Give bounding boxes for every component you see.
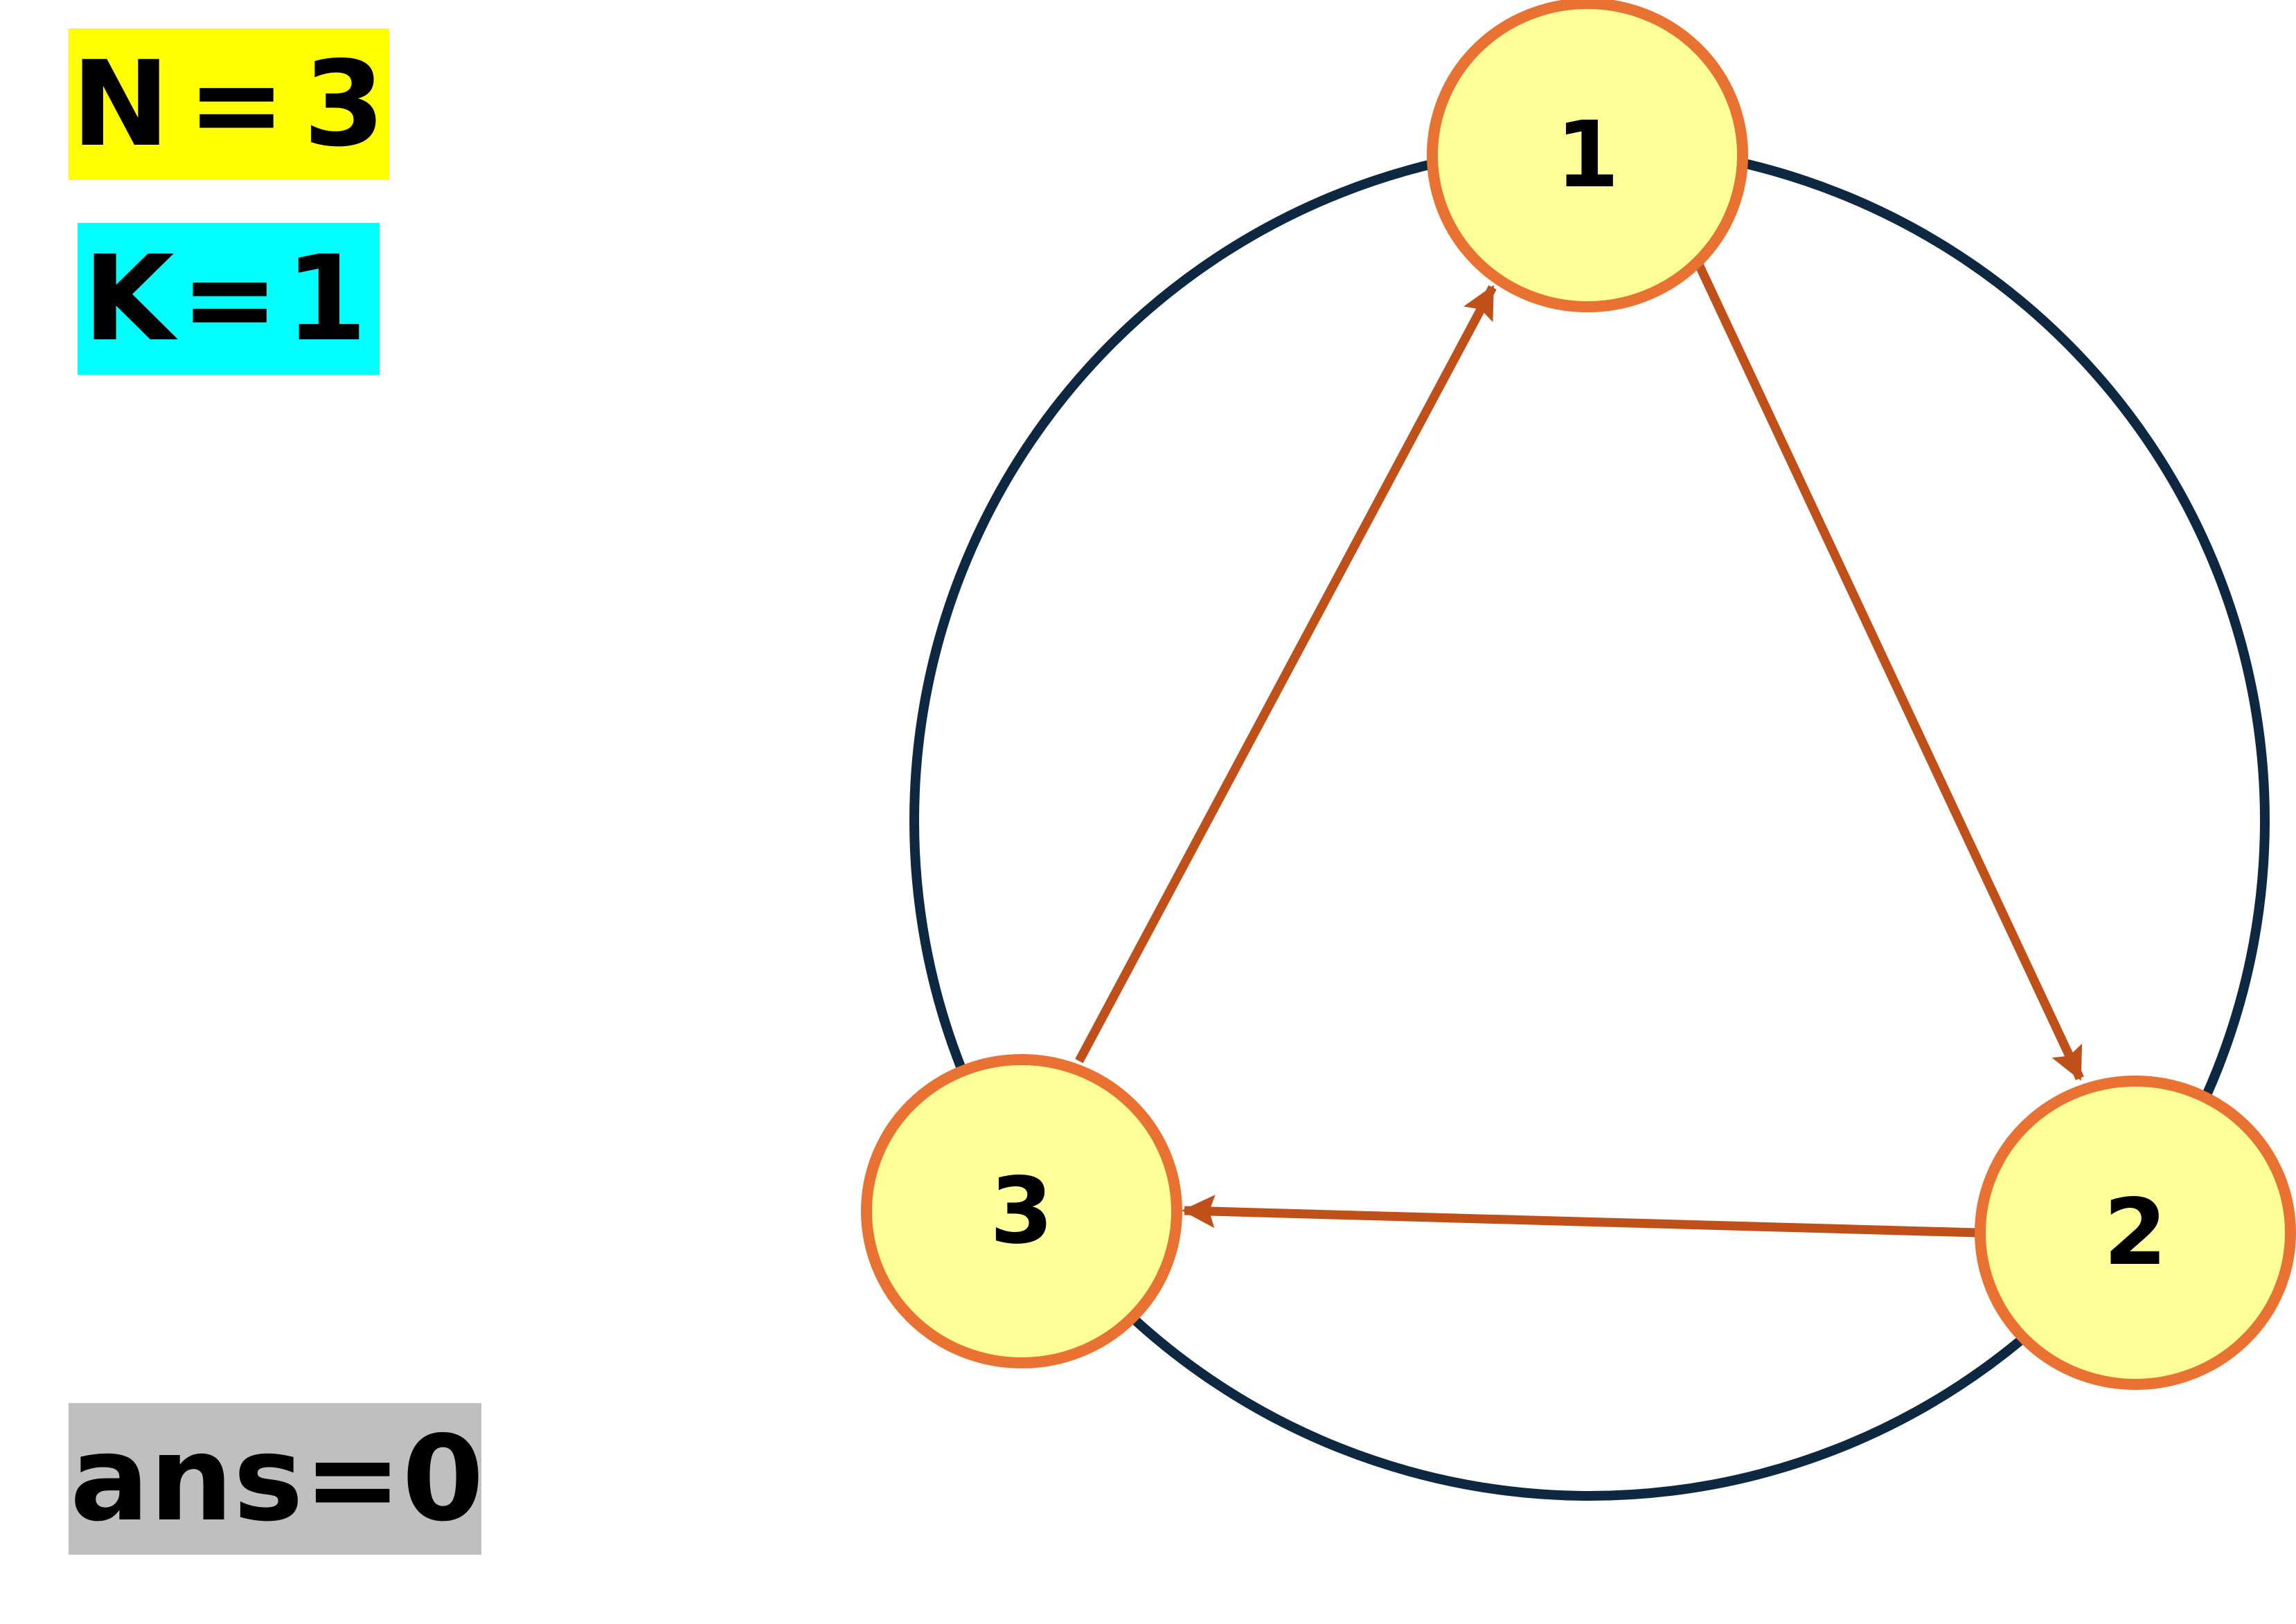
- variable-k-equals: =: [180, 230, 279, 368]
- variable-ans-box: ans = 0: [69, 1403, 484, 1555]
- node-3: 3: [861, 1054, 1182, 1368]
- edge-3-to-1: [1075, 285, 1497, 1064]
- node-2-circle: [1975, 1076, 2296, 1390]
- node-1: 1: [1427, 0, 1748, 312]
- edge-2-to-3: [1182, 1195, 1978, 1238]
- variable-n-value: 3: [303, 35, 385, 173]
- node-1-label: 1: [1556, 102, 1619, 208]
- node-3-label: 3: [990, 1158, 1053, 1265]
- node-3-circle: [861, 1054, 1182, 1368]
- variable-ans-value: 0: [402, 1410, 484, 1548]
- node-1-circle: [1427, 0, 1748, 312]
- variable-k-name: K: [83, 230, 175, 368]
- edge-1-to-2: [1694, 261, 2084, 1081]
- variable-ans-name: ans: [70, 1410, 303, 1548]
- variable-ans-equals: =: [303, 1410, 402, 1548]
- variable-n-name: N: [71, 35, 170, 173]
- variable-n-box: N = 3: [69, 28, 389, 180]
- variable-n-equals: =: [187, 35, 286, 173]
- variable-k-box: K = 1: [78, 223, 380, 375]
- node-2: 2: [1975, 1076, 2296, 1390]
- node-2-label: 2: [2103, 1179, 2167, 1286]
- variable-k-value: 1: [285, 230, 367, 368]
